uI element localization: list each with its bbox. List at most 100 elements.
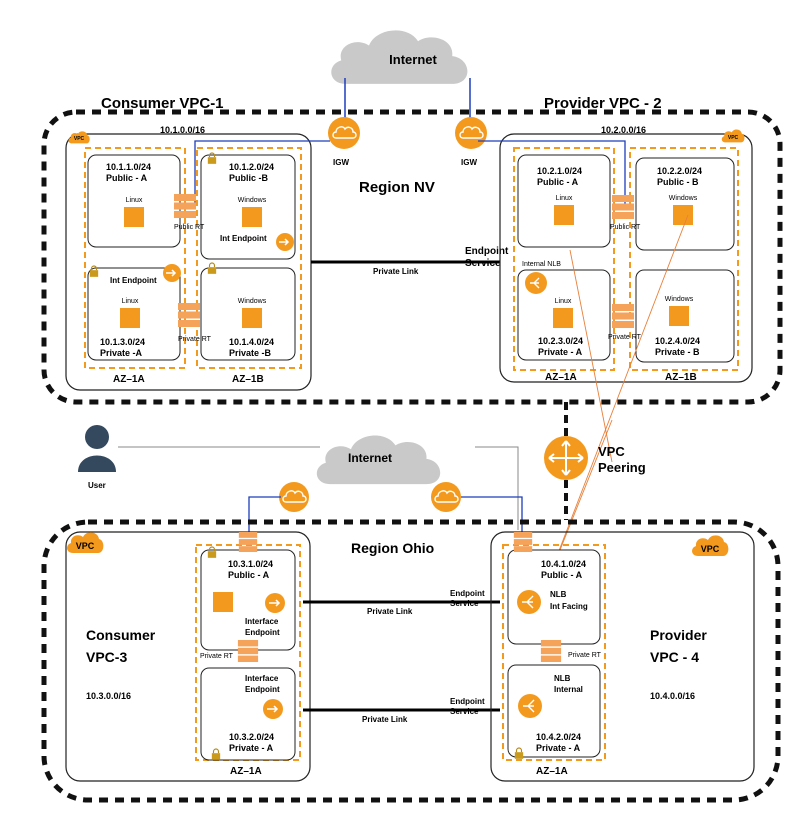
subnet-name: Public - A: [541, 570, 583, 580]
igw-ohio-left-icon: [279, 482, 309, 512]
vpc2-az-a-box: [513, 147, 615, 371]
ec2-instance-icon: [120, 308, 140, 328]
vpc4-cidr: 10.4.0.0/16: [650, 691, 695, 701]
lock-icon: [207, 546, 217, 558]
vpc4-subnet-private-a: [507, 664, 601, 758]
subnet-name: Private -A: [100, 348, 143, 358]
subnet-cidr: 10.1.4.0/24: [229, 337, 274, 347]
subnet-cidr: 10.1.1.0/24: [106, 162, 151, 172]
ec2-instance-icon: [242, 308, 262, 328]
vpc2-az-a-label: AZ–1A: [545, 372, 577, 383]
endpoint-arrow-icon: [166, 269, 177, 277]
public-route-table-icon: [238, 532, 258, 552]
vpc4-badge-label: VPC: [701, 544, 720, 554]
vpc4-boundary: [490, 531, 755, 782]
vpc3-cidr: 10.3.0.0/16: [86, 691, 131, 701]
vpc3-az-label: AZ–1A: [230, 766, 262, 777]
private-rt-label: Private RT: [178, 336, 212, 343]
public-route-table-icon: [513, 532, 533, 552]
user-label: User: [88, 481, 106, 490]
instance-os-label: Linux: [122, 298, 139, 305]
vpc1-az-b-label: AZ–1B: [232, 374, 264, 385]
public-route-table-icon: [612, 195, 634, 219]
subnet-name: Private -B: [229, 348, 272, 358]
instance-os-label: Linux: [126, 197, 143, 204]
vpc3-badge-label: VPC: [76, 541, 95, 551]
ec2-instance-icon: [669, 306, 689, 326]
vpc2-igw-route: [478, 140, 626, 204]
igw-left-label: IGW: [333, 158, 349, 167]
vpc2-az-b-box: [629, 147, 739, 371]
private-link-label: Private Link: [367, 607, 413, 616]
igw-ohio-left-route: [248, 496, 281, 532]
vpc2-subnet-private-a: [517, 269, 611, 361]
private-route-table-icon: [612, 304, 634, 328]
internet-label: Internet: [389, 52, 437, 67]
subnet-name: Private - A: [536, 743, 581, 753]
igw-right-label: IGW: [461, 158, 477, 167]
ec2-instance-icon: [673, 205, 693, 225]
igw-ohio-right-icon: [431, 482, 461, 512]
public-route-table-icon: [174, 194, 196, 218]
region-nv-boundary: [41, 109, 783, 405]
vpc1-title: Consumer VPC-1: [101, 95, 224, 112]
vpc2-badge-label: VPC: [728, 135, 739, 141]
subnet-name: Private - B: [655, 347, 700, 357]
vpc4-az-label: AZ–1A: [536, 766, 568, 777]
vpc1-az-b-box: [196, 147, 302, 369]
vpc1-badge-label: VPC: [74, 136, 85, 142]
subnet-cidr: 10.4.2.0/24: [536, 732, 581, 742]
lock-icon: [89, 265, 99, 277]
private-link-label: Private Link: [373, 267, 419, 276]
region-ohio-label: Region Ohio: [351, 540, 434, 556]
vpc1-az-a-label: AZ–1A: [113, 374, 145, 385]
private-rt-label: Private RT: [608, 334, 642, 341]
lock-icon: [207, 262, 217, 274]
internal-nlb-label: Internal NLB: [522, 261, 561, 268]
ec2-instance-icon: [124, 207, 144, 227]
vpc2-subnet-public-b: [635, 157, 735, 251]
peering-flow-line: [569, 249, 613, 463]
public-rt-label: Public RT: [174, 224, 205, 231]
vpc2-cidr: 10.2.0.0/16: [601, 125, 646, 135]
instance-os-label: Windows: [665, 296, 694, 303]
igw-ohio-right-route: [461, 496, 523, 532]
private-route-table-icon: [237, 640, 259, 662]
vpc3-subnet-private-a: [200, 667, 296, 761]
instance-os-label: Windows: [669, 195, 698, 202]
subnet-cidr: 10.1.2.0/24: [229, 162, 274, 172]
private-route-table-icon: [178, 303, 200, 327]
ec2-instance-icon: [242, 207, 262, 227]
vpc3-boundary: [65, 531, 311, 782]
subnet-cidr: 10.4.1.0/24: [541, 559, 586, 569]
private-rt-label: Private RT: [200, 653, 234, 660]
user-connection-line: [475, 446, 519, 530]
subnet-cidr: 10.3.1.0/24: [228, 559, 273, 569]
subnet-name: Public - B: [657, 177, 699, 187]
endpoint-arrow-icon: [279, 238, 290, 246]
ec2-instance-icon: [553, 308, 573, 328]
subnet-name: Public -B: [229, 173, 269, 183]
subnet-cidr: 10.2.2.0/24: [657, 166, 702, 176]
internet-label: Internet: [348, 451, 392, 465]
subnet-name: Public - A: [228, 570, 270, 580]
private-rt-label: Private RT: [568, 652, 602, 659]
vpc2-boundary: [499, 133, 753, 383]
vpc4-az-box: [502, 544, 606, 761]
subnet-cidr: 10.2.4.0/24: [655, 336, 700, 346]
vpc2-az-b-label: AZ–1B: [665, 372, 697, 383]
subnet-name: Private - A: [229, 743, 274, 753]
vpc1-az-a-box: [84, 147, 186, 369]
vpc2-title: Provider VPC - 2: [544, 95, 662, 112]
subnet-cidr: 10.2.1.0/24: [537, 166, 582, 176]
instance-os-label: Linux: [556, 195, 573, 202]
subnet-name: Public - A: [106, 173, 148, 183]
